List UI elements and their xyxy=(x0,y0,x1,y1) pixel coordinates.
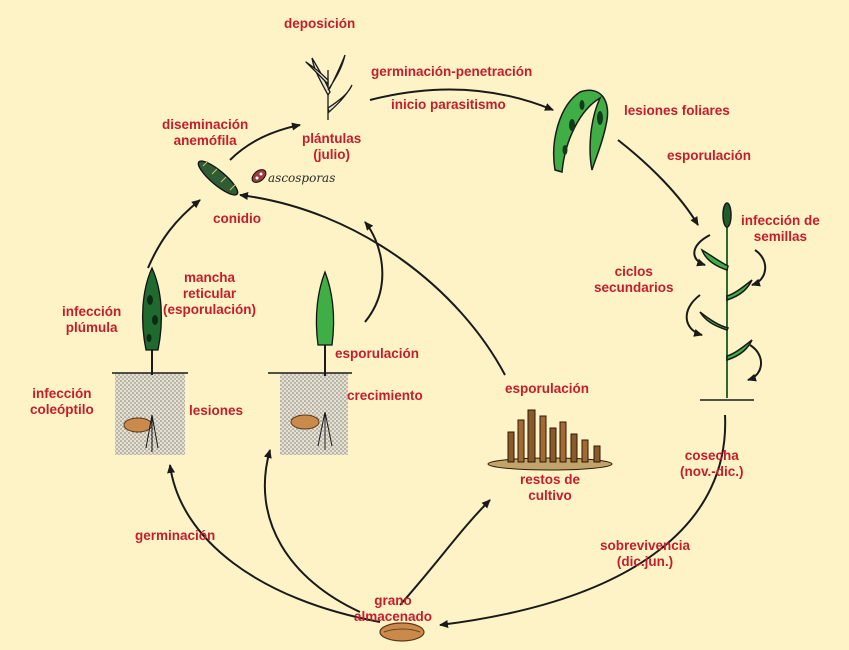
label-conidio: conidio xyxy=(213,211,261,227)
seedling-deposicion xyxy=(306,55,352,120)
leaf-with-lesions xyxy=(554,90,608,172)
label-inicio-parasitismo: inicio parasitismo xyxy=(391,97,506,113)
label-ciclos-secundarios: ciclos secundarios xyxy=(594,264,674,296)
label-germinacion-penetracion: germinación-penetración xyxy=(371,64,532,80)
label-diseminacion-anemofila: diseminación anemófila xyxy=(162,117,248,149)
label-infeccion-coleoptilo: infección coleóptilo xyxy=(30,386,94,418)
arrow-secondary-cycle-4 xyxy=(748,345,761,380)
label-crecimiento: crecimiento xyxy=(347,388,423,404)
label-plantulas: plántulas (julio) xyxy=(302,131,361,163)
arrow-grain-to-healthy-seedling xyxy=(265,450,360,612)
arrow-secondary-cycle-3 xyxy=(687,295,702,335)
label-grano-almacenado: grano almacenado xyxy=(354,593,432,625)
label-esporulacion-middle: esporulación xyxy=(335,346,419,362)
label-germinacion: germinación xyxy=(135,528,215,544)
arrow-seedling-to-conidium xyxy=(148,200,200,268)
label-ascosporas: ascosporas xyxy=(268,171,335,185)
stored-grain xyxy=(380,623,424,641)
arrow-secondary-cycle-2 xyxy=(752,250,765,285)
label-lesiones: lesiones xyxy=(189,403,243,419)
healthy-seedling xyxy=(268,272,352,455)
label-restos-cultivo: restos de cultivo xyxy=(520,472,580,504)
ascospores-cluster xyxy=(250,167,269,185)
label-mancha-reticular: mancha reticular (esporulación) xyxy=(163,270,256,318)
label-sobrevivencia: sobrevivencia (dic.jun.) xyxy=(600,538,690,570)
label-lesiones-foliares: lesiones foliares xyxy=(624,103,730,119)
label-deposicion: deposición xyxy=(284,16,355,32)
arrow-grain-to-residue xyxy=(400,500,490,605)
label-infeccion-semillas: infección de semillas xyxy=(741,213,820,245)
crop-residue xyxy=(488,410,612,470)
label-esporulacion-top: esporulación xyxy=(667,148,751,164)
conidium-spore xyxy=(194,157,241,200)
label-cosecha: cosecha (nov.-dic.) xyxy=(680,448,744,480)
label-esporulacion-restos: esporulación xyxy=(505,381,589,397)
label-infeccion-plumula: infección plúmula xyxy=(62,304,121,336)
